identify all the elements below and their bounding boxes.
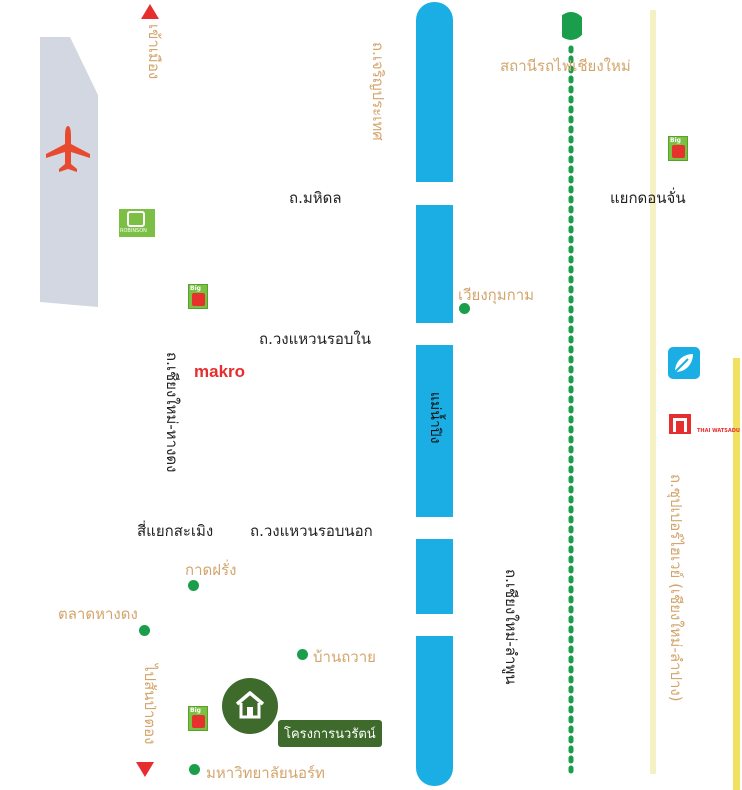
makro-logo: makro bbox=[194, 362, 246, 381]
to-chom-thong-label: ไปสันป่าตอง bbox=[141, 664, 159, 745]
arrow-down-icon bbox=[136, 762, 154, 777]
kad-farang-label: กาดฝรั่ง bbox=[185, 561, 237, 579]
lamphun-road-label: ถ.เชียงใหม่-ลำพูน bbox=[502, 569, 520, 685]
ping-river-label: แม่น้ำปิง bbox=[427, 392, 443, 444]
kad-farang-dot bbox=[188, 580, 199, 591]
samoeng-junction-label: สี่แยกสะเมิง bbox=[137, 522, 214, 540]
arrow-up-icon bbox=[141, 4, 159, 19]
ping-river-segment bbox=[416, 2, 453, 182]
ping-river-segment bbox=[416, 636, 453, 786]
superhighway-band-light bbox=[650, 10, 656, 774]
railway-line bbox=[562, 12, 582, 778]
superhighway-label: ถ.ซุปเปอร์ไฮเวย์ (เชียงใหม่-ลำปาง) bbox=[667, 474, 685, 702]
outer-ring-label: ถ.วงแหวนรอบนอก bbox=[250, 522, 373, 540]
airplane-icon bbox=[46, 126, 90, 172]
project-label: โครงการนวรัตน์ bbox=[278, 720, 382, 747]
bigc-logo: Big bbox=[188, 284, 208, 309]
ping-river-segment bbox=[416, 345, 453, 517]
ban-thawai-dot bbox=[297, 649, 308, 660]
house-icon bbox=[222, 678, 278, 734]
airport-area bbox=[40, 37, 98, 307]
superhighway-band bbox=[733, 358, 740, 790]
robinson-logo: ROBINSON bbox=[119, 209, 155, 237]
bigc-logo: Big bbox=[188, 706, 208, 731]
hang-dong-market-label: ตลาดหางดง bbox=[58, 605, 138, 623]
ban-thawai-label: บ้านถวาย bbox=[313, 648, 376, 666]
station-label: สถานีรถไฟเชียงใหม่ bbox=[500, 57, 631, 75]
thai-watsadu-logo bbox=[669, 414, 691, 434]
ping-river-segment bbox=[416, 205, 453, 323]
don-chan-label: แยกดอนจั่น bbox=[610, 189, 686, 207]
inner-ring-label: ถ.วงแหวนรอบใน bbox=[259, 330, 371, 348]
university-dot bbox=[189, 764, 200, 775]
mahidol-label: ถ.มหิดล bbox=[289, 189, 342, 207]
thai-watsadu-label: THAI WATSADU bbox=[697, 428, 740, 434]
to-city-label: เข้าเมือง bbox=[145, 24, 163, 80]
ping-river-segment bbox=[416, 539, 453, 614]
hang-dong-market-dot bbox=[139, 625, 150, 636]
wiang-kum-kam-label: เวียงกุมกาม bbox=[458, 286, 535, 304]
bank-leaf-logo bbox=[668, 347, 700, 379]
bigc-logo: Big bbox=[668, 136, 688, 161]
hang-dong-road-label: ถ.เชียงใหม่-หางดง bbox=[163, 352, 181, 473]
university-label: มหาวิทยาลัยนอร์ท bbox=[206, 764, 325, 782]
charoen-prathet-label: ถ.เจริญประเทศ bbox=[369, 42, 387, 141]
wiang-kum-kam-dot bbox=[459, 303, 470, 314]
